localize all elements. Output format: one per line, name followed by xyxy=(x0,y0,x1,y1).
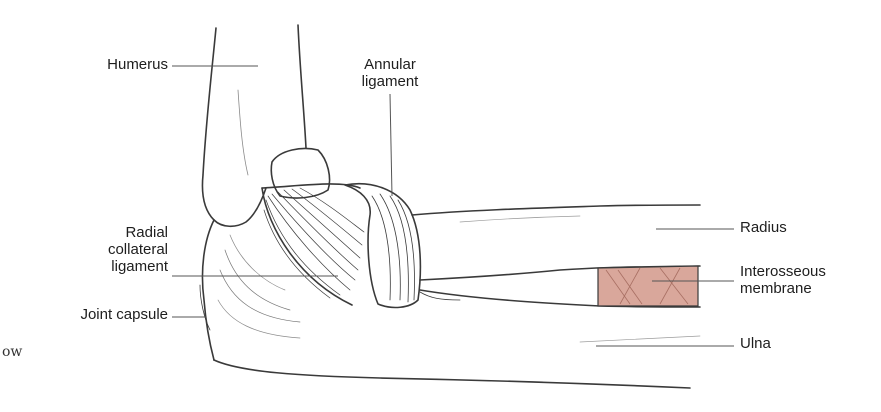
annular-ligament-label-line-2: ligament xyxy=(330,73,450,90)
interosseous-membrane-label-line-2: membrane xyxy=(740,280,870,297)
joint-capsule-label: Joint capsule xyxy=(20,306,168,323)
radial-collateral-ligament-label: Radial collateral ligament xyxy=(60,224,168,275)
interosseous-membrane xyxy=(598,266,698,306)
ulna-label: Ulna xyxy=(740,335,840,352)
radial-collateral-ligament-label-line-1: Radial xyxy=(60,224,168,241)
cropped-caption-text: ow xyxy=(2,344,22,360)
annular-ligament-label: Annular ligament xyxy=(330,56,450,90)
radius-label: Radius xyxy=(740,219,860,236)
interosseous-membrane-label: Interosseous membrane xyxy=(740,263,870,297)
radial-collateral-ligament-label-line-2: collateral xyxy=(60,241,168,258)
annular-ligament-leader-line xyxy=(390,94,392,196)
annular-ligament xyxy=(345,184,420,308)
humerus-label: Humerus xyxy=(60,56,168,73)
annular-ligament-label-line-1: Annular xyxy=(330,56,450,73)
radial-head xyxy=(271,149,329,199)
interosseous-membrane-label-line-1: Interosseous xyxy=(740,263,870,280)
radial-collateral-ligament-label-line-3: ligament xyxy=(60,258,168,275)
